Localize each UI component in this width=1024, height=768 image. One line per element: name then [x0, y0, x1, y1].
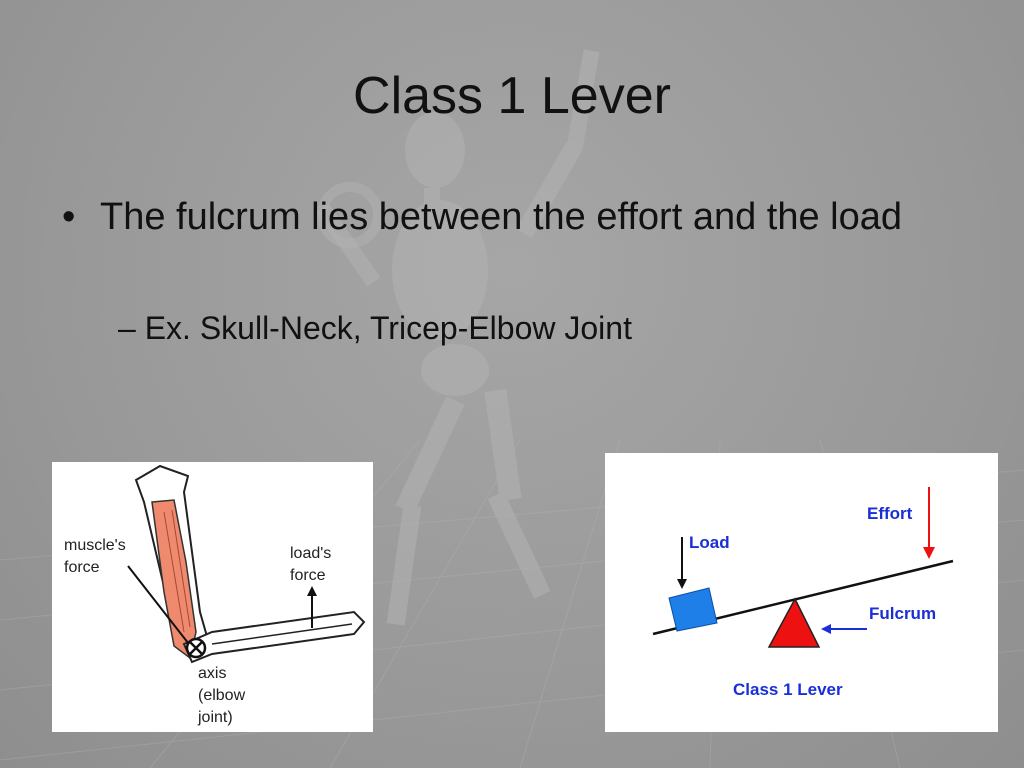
load-label: Load	[689, 533, 730, 552]
slide-title: Class 1 Lever	[353, 67, 671, 125]
muscle-force-label-line2: force	[64, 559, 100, 576]
axis-label-line2: (elbow	[198, 687, 246, 704]
seesaw-illustration	[652, 487, 954, 648]
arm-illustration	[127, 464, 366, 664]
fulcrum-label: Fulcrum	[869, 604, 937, 623]
axis-label-line3: joint)	[198, 709, 233, 726]
load-box	[668, 587, 718, 632]
bullet-point: • The fulcrum lies between the effort an…	[62, 190, 942, 244]
bullet-marker: •	[62, 196, 76, 238]
load-force-label-line1: load's	[290, 545, 332, 562]
effort-label: Effort	[867, 504, 913, 523]
sub-bullet: – Ex. Skull-Neck, Tricep-Elbow Joint	[118, 310, 632, 346]
muscle-force-label-line1: muscle's	[64, 537, 126, 554]
load-force-label-line2: force	[290, 567, 326, 584]
seesaw-lever-diagram: Load Effort Fulcrum Class 1 Lever	[605, 453, 998, 732]
axis-label-line1: axis	[198, 665, 227, 682]
bullet-text: The fulcrum lies between the effort and …	[100, 196, 903, 238]
fulcrum-triangle	[767, 597, 821, 648]
arm-lever-diagram: muscle's force load's force axis (elbow …	[52, 462, 373, 732]
lever-caption: Class 1 Lever	[733, 680, 843, 699]
